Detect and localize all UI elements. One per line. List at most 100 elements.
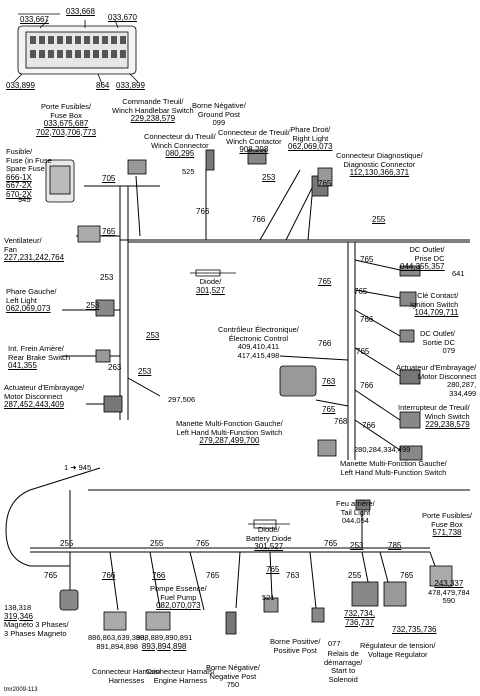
- fusebox-ref-top-2: 033,668: [66, 7, 95, 16]
- main-harness-lines: [5, 169, 470, 611]
- wire-765: 765: [206, 571, 220, 580]
- wire-253: 253: [350, 541, 364, 550]
- fan-drawing: [77, 225, 101, 243]
- batt-pos-drawing: [263, 597, 279, 613]
- diode2-label: Diode/Battery Diode 301,527: [246, 525, 292, 551]
- tail-light-label: Feu arrière/Tail Light 044,054: [336, 499, 375, 525]
- multi-left-label: Manette Multi-Fonction Gauche/Left Hand …: [176, 419, 283, 445]
- brake-switch-label: Int. Frein Arrière/Rear Brake Switch 041…: [8, 344, 71, 370]
- left-light-drawing: [95, 299, 115, 317]
- wire-255: 255: [372, 215, 386, 224]
- ground-post2-drawing: [225, 611, 237, 635]
- components: [45, 149, 453, 635]
- wire-765: 765: [102, 227, 116, 236]
- wire-766: 766: [318, 339, 332, 348]
- dc-outlet2-label: DC Outlet/Sortie DC 079: [420, 329, 456, 355]
- fusebox-ref-bottom-2: 864: [96, 81, 110, 90]
- wire-253: 253: [100, 273, 114, 282]
- winch-switch-label: Interrupteur de Treuil/Winch Switch 229,…: [398, 403, 470, 429]
- engine-harness-name: Connecteur Harnais/Engine Harness: [146, 667, 215, 685]
- wire-253: 253: [86, 301, 100, 310]
- ignition-drawing: [399, 291, 417, 307]
- batt-pos-ref: 521: [262, 593, 275, 602]
- connector-harness-label: 886,863,639,390,891,894,898: [88, 633, 147, 651]
- fuse-box2-drawing: [429, 565, 453, 587]
- diode-label: Diode/301,527: [196, 277, 225, 295]
- fusebox-ref-bottom-1: 033,899: [6, 81, 35, 90]
- jump-1-945: 1 ➜ 945: [64, 463, 92, 472]
- wire-785: 785: [388, 541, 402, 550]
- left-light-label: Phare Gauche/Left Light 062,069,073: [6, 287, 57, 313]
- wire-253: 253: [262, 173, 276, 182]
- wire-253: 253: [138, 367, 152, 376]
- fusebox-ref-top-1: 033,667: [20, 15, 49, 24]
- ref-525: 525: [182, 167, 195, 176]
- ground-post-drawing: [205, 149, 215, 171]
- wire-766: 766: [152, 571, 166, 580]
- wire-766: 766: [362, 421, 376, 430]
- wire-768: 768: [334, 417, 348, 426]
- multi-right-drawing: [399, 445, 423, 461]
- ref-280: 280,284,334,499: [354, 445, 411, 454]
- starter-label: Actuateur d'Embrayage/Motor Disconnect 2…: [4, 383, 85, 409]
- wire-255: 255: [348, 571, 362, 580]
- footer-code: tmr2009-113: [4, 687, 38, 693]
- throttle-switch-label: Commande Treuil/Winch Handlebar Switch 2…: [112, 97, 194, 123]
- clutch-actuator-drawing: [399, 369, 421, 385]
- diag-connector-label: Connecteur Diagnostique/Diagnostic Conne…: [336, 151, 423, 177]
- wire-765: 765: [322, 405, 336, 414]
- ecu-drawing: [279, 365, 317, 397]
- magneto-drawing: [59, 589, 79, 611]
- fuse-box-panel-drawing: [13, 13, 139, 85]
- brake-switch-drawing: [95, 349, 111, 363]
- starter-drawing: [103, 395, 123, 413]
- batt-pos-label: Borne Positive/Positive Post: [270, 637, 321, 655]
- wire-763: 763: [322, 377, 336, 386]
- multi-left-drawing: [317, 439, 337, 457]
- solenoid-ref: 077: [328, 639, 341, 648]
- wire-255: 255: [60, 539, 74, 548]
- solenoid-drawing: [311, 607, 325, 623]
- wire-765: 765: [196, 539, 210, 548]
- ground-post2-label: Borne Négative/Negative Post 750: [206, 663, 260, 689]
- wire-765: 765: [360, 255, 374, 264]
- fusebox-ref-bottom-3: 033,899: [116, 81, 145, 90]
- dc-outlet-label: DC Outlet/Prise DC 044,355,357: [400, 245, 445, 271]
- wire-765: 765: [356, 347, 370, 356]
- wire-766: 766: [360, 315, 374, 324]
- wire-766: 766: [102, 571, 116, 580]
- wire-765: 765: [400, 571, 414, 580]
- throttle-switch-drawing: [127, 159, 147, 175]
- wire-765: 765: [354, 287, 368, 296]
- fan-label: Ventilateur/Fan 227,231,242,764: [4, 236, 65, 262]
- winch-contactor-label: Connecteur de Treuil/Winch Contactor 908…: [218, 128, 290, 154]
- regulator-label: Régulateur de tension/Voltage Regulator: [360, 641, 436, 659]
- wire-766: 766: [360, 381, 374, 390]
- ref-641: 641: [452, 269, 465, 278]
- regulator2-drawing: [383, 581, 407, 607]
- regulator-drawing: [351, 581, 379, 607]
- multi-right-label: Manette Multi-Fonction Gauche/Left Hand …: [340, 459, 447, 477]
- tail-light-drawing: [355, 499, 371, 511]
- wire-765: 765: [44, 571, 58, 580]
- fuel-pump-label: Pompe Essence/Fuel Pump 082,070,073: [150, 584, 207, 610]
- connector-harness-name: Connecteur Harnais/Harnesses: [92, 667, 161, 685]
- wire-255: 255: [150, 539, 164, 548]
- winch-connector-drawing: [247, 149, 267, 165]
- clutch-actuator-label: Actuateur d'Embrayage/Motor Disconnect 2…: [396, 363, 477, 398]
- wire-763: 763: [286, 571, 300, 580]
- diag-connector-drawing: [317, 167, 333, 187]
- ground-post-label: Borne Négative/Ground Post 099: [192, 101, 246, 127]
- regulator-refs: 732,734,736,737: [344, 609, 376, 627]
- wire-765: 765: [318, 179, 332, 188]
- ecu-label: Contrôleur Électronique/Électronic Contr…: [218, 325, 299, 360]
- dc-outlet2-drawing: [399, 329, 415, 343]
- fuse-box2-label: Porte Fusibles/Fuse Box 571,738: [422, 511, 473, 537]
- winch-connector-label: Connecteur du Treuil/Winch Connector 080…: [144, 132, 216, 158]
